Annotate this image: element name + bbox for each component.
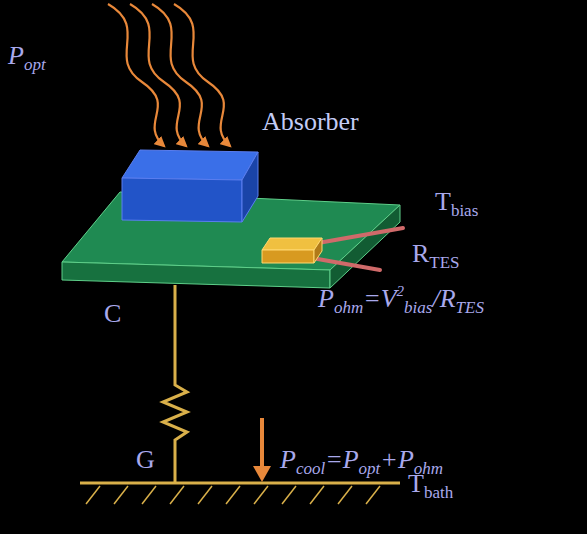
subscript-text: TES bbox=[429, 253, 459, 272]
label-text: R bbox=[412, 239, 429, 268]
absorber-front bbox=[122, 178, 242, 222]
subscript-text: opt bbox=[359, 459, 381, 478]
label-text: P bbox=[280, 445, 296, 474]
temperature-symbol: Tbias bbox=[435, 186, 478, 221]
tes-leads bbox=[312, 228, 403, 270]
subscript-text: opt bbox=[24, 55, 46, 74]
hatch-stroke bbox=[142, 486, 156, 504]
capacity-symbol: C bbox=[104, 298, 121, 329]
hatch-stroke bbox=[282, 486, 296, 504]
tes-front bbox=[262, 250, 314, 263]
hatch-stroke bbox=[114, 486, 128, 504]
slab-front bbox=[62, 262, 330, 288]
subscript-text: cool bbox=[296, 459, 325, 478]
wave bbox=[174, 4, 230, 146]
label-text: P bbox=[343, 445, 359, 474]
label-text: = bbox=[363, 284, 381, 313]
arrow-shaft bbox=[260, 418, 264, 468]
subscript-text: bias bbox=[404, 298, 432, 317]
resistance-symbol: RTES bbox=[412, 238, 460, 273]
hatch-stroke bbox=[86, 486, 100, 504]
hatch-stroke bbox=[226, 486, 240, 504]
thermal-link bbox=[163, 285, 187, 483]
temperature-symbol: Tbath bbox=[408, 468, 453, 503]
spring-leg bbox=[163, 285, 187, 483]
label-text: Absorber bbox=[262, 107, 359, 136]
tes-side bbox=[314, 238, 322, 263]
label-text: C bbox=[104, 299, 121, 328]
tes-resistor bbox=[262, 238, 322, 263]
label-text: R bbox=[440, 284, 456, 313]
part-name: Absorber bbox=[262, 106, 359, 137]
arrow-head bbox=[253, 466, 271, 482]
subscript-text: ohm bbox=[334, 298, 363, 317]
hatch-stroke bbox=[310, 486, 324, 504]
label-text: P bbox=[318, 284, 334, 313]
hatch-stroke bbox=[366, 486, 380, 504]
hatch-stroke bbox=[170, 486, 184, 504]
hatch-stroke bbox=[254, 486, 268, 504]
hatch-stroke bbox=[338, 486, 352, 504]
label-text: / bbox=[432, 284, 439, 313]
cooling-arrow bbox=[253, 418, 271, 482]
subscript-text: TES bbox=[456, 298, 484, 317]
absorber-block bbox=[122, 150, 258, 222]
radiation-waves bbox=[108, 4, 230, 146]
bath-line bbox=[80, 482, 400, 485]
lead-wire bbox=[312, 258, 380, 270]
label-text: T bbox=[408, 469, 424, 498]
label-text: = bbox=[325, 445, 343, 474]
lead-wire bbox=[318, 228, 403, 243]
conductance-symbol: G bbox=[136, 444, 155, 475]
power-symbol: Popt bbox=[8, 40, 46, 75]
tes-top bbox=[262, 238, 322, 250]
ohmic-power-formula: Pohm=V2bias/RTES bbox=[318, 282, 484, 318]
label-text: P bbox=[8, 41, 24, 70]
label-text: V bbox=[381, 284, 397, 313]
hatch-stroke bbox=[198, 486, 212, 504]
heat-bath bbox=[80, 483, 400, 504]
subscript-text: bath bbox=[424, 483, 453, 502]
superscript-text: 2 bbox=[397, 283, 405, 299]
subscript-text: bias bbox=[451, 201, 478, 220]
absorber-top bbox=[122, 150, 258, 180]
label-text: G bbox=[136, 445, 155, 474]
label-text: + bbox=[380, 445, 398, 474]
absorber-side bbox=[242, 152, 258, 222]
label-text: T bbox=[435, 187, 451, 216]
slab-side bbox=[330, 205, 400, 288]
bath-hatching bbox=[86, 486, 380, 504]
